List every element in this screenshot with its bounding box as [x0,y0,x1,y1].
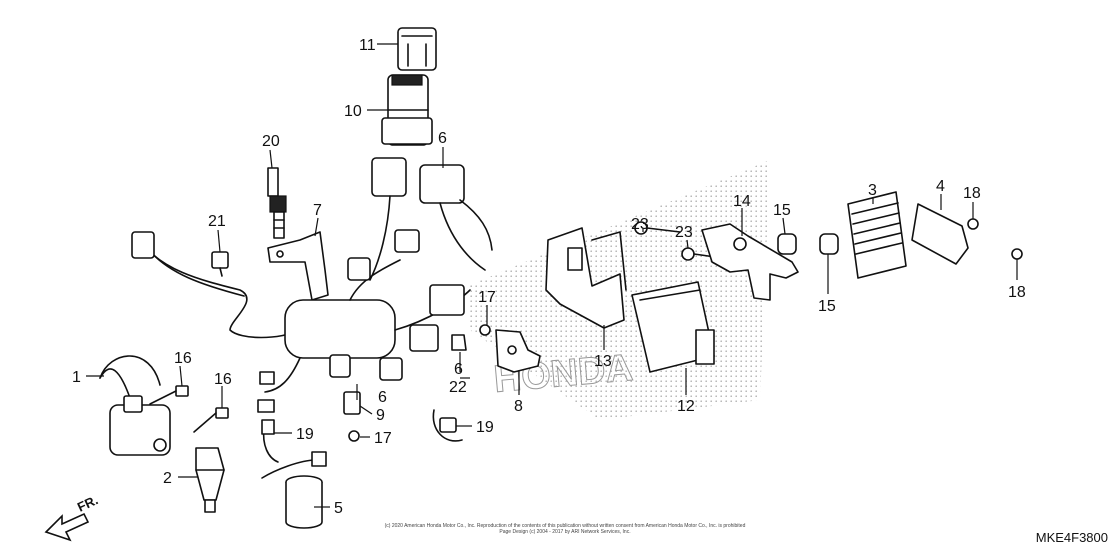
part-1-ignition-coil[interactable] [99,355,171,456]
part-18-nut-a[interactable] [967,218,979,230]
callout-17-a: 17 [374,430,392,447]
callout-17-b: 17 [478,289,496,306]
part-15-collar-a[interactable] [777,233,797,255]
callout-23-b: 23 [675,224,693,241]
part-6-clip[interactable] [451,334,467,351]
part-15-collar-b[interactable] [819,233,839,255]
part-19-band-b[interactable] [432,409,463,442]
part-9-switch[interactable] [343,391,361,415]
front-direction-arrow: FR. [44,492,100,542]
callout-6-top: 6 [438,130,447,147]
callout-6-mid: 6 [378,389,387,406]
callout-15-a: 15 [773,202,791,219]
part-19-band-a[interactable] [261,419,279,463]
part-14-bracket[interactable] [701,223,799,301]
diagram-code: MKE4F3800 [1035,530,1108,545]
part-4-cover-plate[interactable] [911,203,969,265]
callout-18-b: 18 [1008,284,1026,301]
part-17-screw-a[interactable] [348,430,360,442]
part-17-screw-b[interactable] [479,324,491,336]
part-23-bolt-a[interactable] [634,221,681,235]
part-8-bracket[interactable] [495,329,541,373]
callout-4: 4 [936,178,945,195]
callout-3: 3 [868,182,877,199]
part-6-harness-connector[interactable] [369,157,493,281]
part-10-relay[interactable] [381,74,433,146]
callout-22: 22 [449,379,467,396]
part-13-ecu-holder[interactable] [545,227,627,329]
callout-9: 9 [376,407,385,424]
callout-19-a: 19 [296,426,314,443]
copyright-line-2: Page Design (c) 2004 - 2017 by ARI Netwo… [499,529,631,535]
front-label: FR. [75,492,100,514]
main-wire-harness[interactable] [131,229,471,413]
callout-15-b: 15 [818,298,836,315]
callout-7: 7 [313,202,322,219]
callout-2: 2 [163,470,172,487]
part-18-nut-b[interactable] [1011,248,1023,260]
part-16-bolt-b[interactable] [193,407,229,433]
callout-1: 1 [72,369,81,386]
part-21-clip[interactable] [211,251,229,277]
part-11-connector-cover[interactable] [397,27,437,71]
callout-16-a: 16 [174,350,192,367]
copyright-line-1: (c) 2020 American Honda Motor Co., Inc. … [384,523,746,529]
copyright-notice: (c) 2020 American Honda Motor Co., Inc. … [320,523,810,535]
callout-8: 8 [514,398,523,415]
callout-6-right: 6 [454,361,463,378]
callout-12: 12 [677,398,695,415]
leader-lines [86,43,1018,508]
callout-19-b: 19 [476,419,494,436]
part-16-bolt-a[interactable] [149,385,189,405]
callout-14: 14 [733,193,751,210]
part-12-ecu[interactable] [631,281,715,373]
callout-numbers: 11 10 6 20 21 7 1 16 16 2 5 19 19 17 9 6… [72,37,1026,517]
callout-23-a: 23 [631,216,649,233]
callout-16-b: 16 [214,371,232,388]
part-20-spark-plug[interactable] [267,167,287,239]
part-3-regulator-rectifier[interactable] [847,191,907,279]
callout-10: 10 [344,103,362,120]
callout-5: 5 [334,500,343,517]
callout-20: 20 [262,133,280,150]
callout-21: 21 [208,213,226,230]
callout-13: 13 [594,353,612,370]
part-7-stay[interactable] [267,231,329,301]
callout-11: 11 [359,37,376,54]
part-5-condenser[interactable] [261,451,327,529]
part-2-plug-cap[interactable] [195,447,225,513]
callout-18-a: 18 [963,185,981,202]
